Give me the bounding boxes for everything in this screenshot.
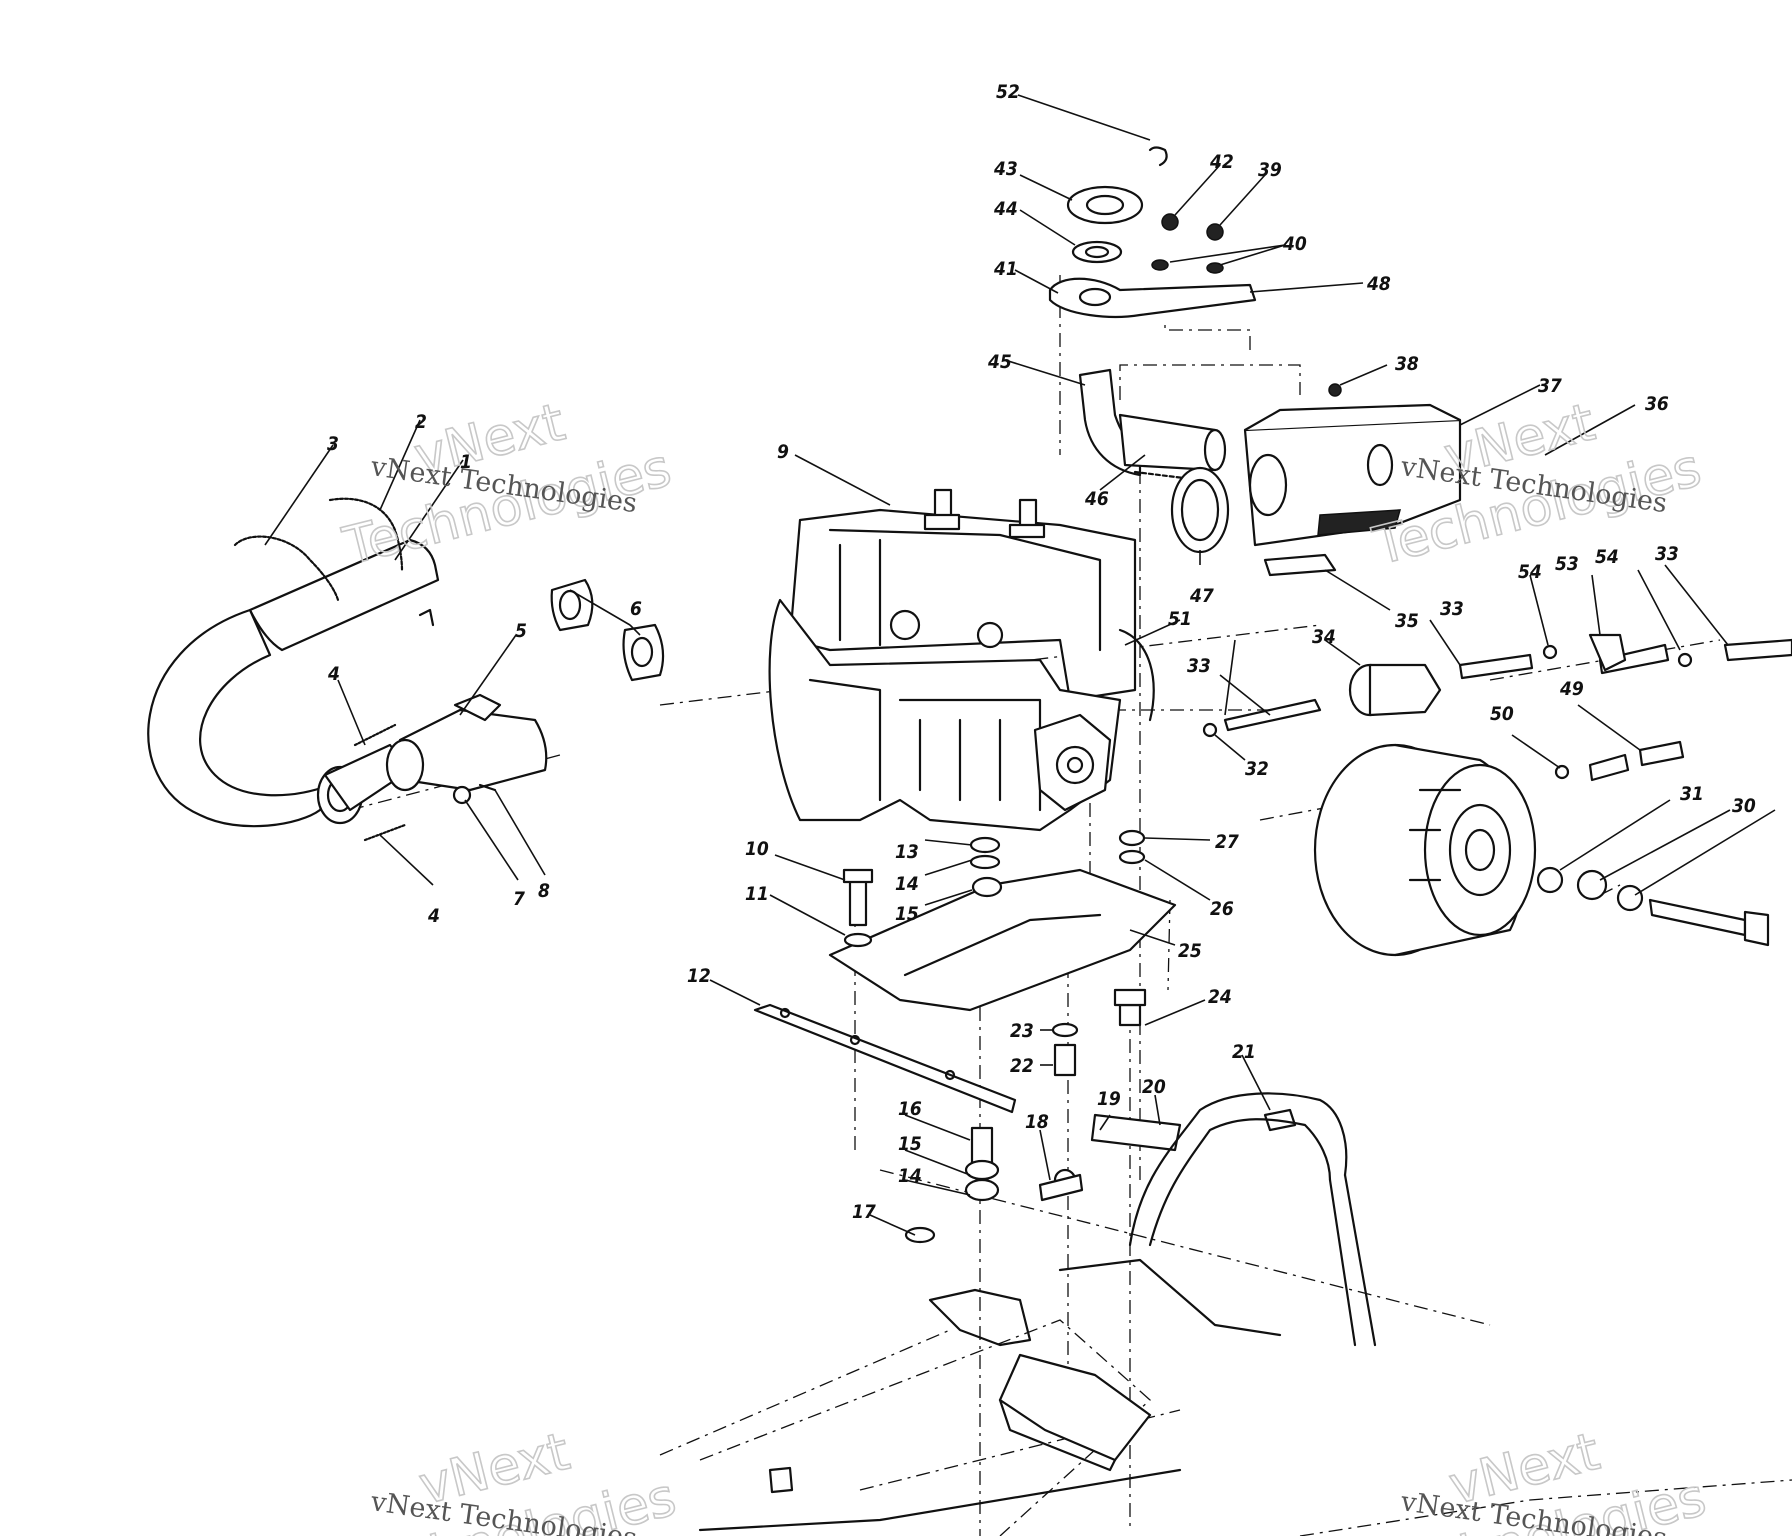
- callout-38: 38: [1395, 353, 1419, 375]
- callout-12: 12: [687, 965, 711, 987]
- callout-49: 49: [1559, 678, 1584, 700]
- exhaust-muffler: [147, 538, 440, 828]
- callout-36: 36: [1645, 393, 1669, 415]
- callout-22: 22: [1010, 1055, 1034, 1077]
- intake-hoses: [1078, 368, 1230, 554]
- callout-31: 31: [1680, 783, 1704, 805]
- engine-block: [768, 488, 1155, 832]
- top-mounting-bracket: [1048, 146, 1257, 318]
- callout-33c: 33: [1655, 543, 1679, 565]
- fuel-line-parts: [1202, 633, 1792, 782]
- callout-8: 8: [538, 880, 550, 902]
- callout-20: 20: [1142, 1076, 1166, 1098]
- callout-45: 45: [987, 351, 1012, 373]
- callout-52: 52: [996, 81, 1020, 103]
- callout-54b: 54: [1595, 546, 1619, 568]
- callout-42: 42: [1209, 151, 1234, 173]
- callout-13: 13: [895, 841, 919, 863]
- callout-4a: 4: [327, 663, 340, 685]
- drive-clutch: [1313, 743, 1770, 957]
- callout-48: 48: [1366, 273, 1391, 295]
- callout-27: 27: [1215, 831, 1239, 853]
- callout-19: 19: [1097, 1088, 1121, 1110]
- callout-9: 9: [777, 441, 789, 463]
- callout-1: 1: [460, 451, 472, 473]
- callout-51: 51: [1168, 608, 1192, 630]
- callout-54a: 54: [1518, 561, 1542, 583]
- frame-chassis: [698, 1092, 1377, 1532]
- callout-33a: 33: [1187, 655, 1211, 677]
- callout-17: 17: [852, 1201, 876, 1223]
- callout-23: 23: [1010, 1020, 1034, 1042]
- callout-4b: 4: [427, 905, 440, 927]
- callout-2: 2: [415, 411, 427, 433]
- springs: [233, 497, 407, 842]
- callout-50: 50: [1490, 703, 1514, 725]
- callout-7: 7: [513, 888, 525, 910]
- callout-35: 35: [1395, 610, 1419, 632]
- callout-10: 10: [745, 838, 769, 860]
- callout-43: 43: [993, 158, 1018, 180]
- callout-15b: 15: [898, 1133, 922, 1155]
- exhaust-manifold: [385, 578, 665, 805]
- callout-5: 5: [515, 620, 527, 642]
- callout-16: 16: [898, 1098, 922, 1120]
- callout-24: 24: [1208, 986, 1232, 1008]
- callout-44: 44: [993, 198, 1018, 220]
- callout-32: 32: [1245, 758, 1269, 780]
- callout-46: 46: [1084, 488, 1109, 510]
- callout-18: 18: [1025, 1111, 1049, 1133]
- callout-47: 47: [1189, 585, 1214, 607]
- callout-15a: 15: [895, 903, 919, 925]
- callout-37: 37: [1538, 375, 1562, 397]
- callout-labels: 52 43 42 39 44 40 41 48 45 38 37 36 46 4…: [327, 81, 1756, 1223]
- callout-40: 40: [1282, 233, 1307, 255]
- callout-33b: 33: [1440, 598, 1464, 620]
- callout-26: 26: [1210, 898, 1234, 920]
- callout-41: 41: [993, 258, 1018, 280]
- callout-25: 25: [1178, 940, 1202, 962]
- callout-3: 3: [327, 433, 339, 455]
- callout-6: 6: [630, 598, 642, 620]
- engine-mount-plate: [753, 829, 1297, 1244]
- leader-lines: [264, 94, 1776, 1236]
- callout-53: 53: [1555, 553, 1579, 575]
- air-silencer-box: [1243, 383, 1462, 577]
- callout-39: 39: [1258, 159, 1282, 181]
- callout-34: 34: [1312, 626, 1336, 648]
- callout-21: 21: [1232, 1041, 1256, 1063]
- callout-11: 11: [745, 883, 769, 905]
- callout-14b: 14: [898, 1165, 922, 1187]
- callout-30: 30: [1732, 795, 1756, 817]
- callout-14a: 14: [895, 873, 919, 895]
